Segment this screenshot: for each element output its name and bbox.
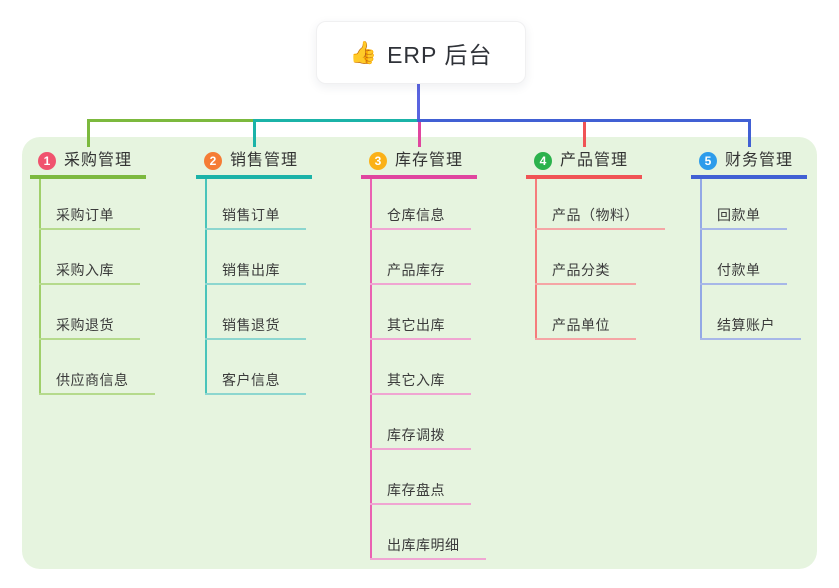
root-node[interactable]: 👍 ERP 后台 <box>316 21 526 84</box>
branch-trunk-line <box>370 179 372 560</box>
branch-node-1[interactable]: 1 采购管理 <box>30 147 146 179</box>
child-node[interactable]: 供应商信息 <box>39 365 155 395</box>
child-node[interactable]: 出库库明细 <box>370 530 486 560</box>
child-node[interactable]: 采购订单 <box>39 200 140 230</box>
connector-line <box>417 119 751 122</box>
child-node[interactable]: 销售出库 <box>205 255 306 285</box>
child-node[interactable]: 其它出库 <box>370 310 471 340</box>
branch-number-badge: 3 <box>369 152 387 170</box>
child-node[interactable]: 结算账户 <box>700 310 801 340</box>
thumbs-up-icon: 👍 <box>349 39 378 65</box>
branch-trunk-line <box>700 179 702 340</box>
connector-line <box>252 119 256 147</box>
branch-trunk-line <box>39 179 41 395</box>
connector-line <box>252 119 421 122</box>
child-node[interactable]: 客户信息 <box>205 365 306 395</box>
child-node[interactable]: 产品分类 <box>535 255 636 285</box>
branch-trunk-line <box>535 179 537 340</box>
child-node[interactable]: 采购退货 <box>39 310 140 340</box>
child-node[interactable]: 产品库存 <box>370 255 471 285</box>
branch-label: 库存管理 <box>395 152 464 169</box>
root-title: ERP 后台 <box>387 41 493 68</box>
child-node[interactable]: 付款单 <box>700 255 787 285</box>
connector-line <box>582 119 586 147</box>
child-node[interactable]: 采购入库 <box>39 255 140 285</box>
child-node[interactable]: 其它入库 <box>370 365 471 395</box>
branch-node-4[interactable]: 4 产品管理 <box>526 147 642 179</box>
child-node[interactable]: 产品单位 <box>535 310 636 340</box>
branch-label: 财务管理 <box>725 152 794 169</box>
child-node[interactable]: 回款单 <box>700 200 787 230</box>
branch-number-badge: 2 <box>204 152 222 170</box>
connector-line <box>417 119 421 147</box>
branch-number-badge: 1 <box>38 152 56 170</box>
mindmap-background-panel <box>22 137 817 569</box>
branch-node-2[interactable]: 2 销售管理 <box>196 147 312 179</box>
child-node[interactable]: 销售退货 <box>205 310 306 340</box>
branch-label: 销售管理 <box>230 152 299 169</box>
branch-label: 产品管理 <box>560 152 629 169</box>
child-node[interactable]: 仓库信息 <box>370 200 471 230</box>
connector-line <box>747 119 751 147</box>
branch-node-5[interactable]: 5 财务管理 <box>691 147 807 179</box>
child-node[interactable]: 库存盘点 <box>370 475 471 505</box>
child-node[interactable]: 库存调拨 <box>370 420 471 450</box>
branch-node-3[interactable]: 3 库存管理 <box>361 147 477 179</box>
child-node[interactable]: 产品（物料） <box>535 200 665 230</box>
branch-number-badge: 4 <box>534 152 552 170</box>
branch-number-badge: 5 <box>699 152 717 170</box>
connector-line <box>86 119 90 147</box>
child-node[interactable]: 销售订单 <box>205 200 306 230</box>
connector-line <box>416 82 420 122</box>
branch-label: 采购管理 <box>64 152 133 169</box>
branch-trunk-line <box>205 179 207 395</box>
